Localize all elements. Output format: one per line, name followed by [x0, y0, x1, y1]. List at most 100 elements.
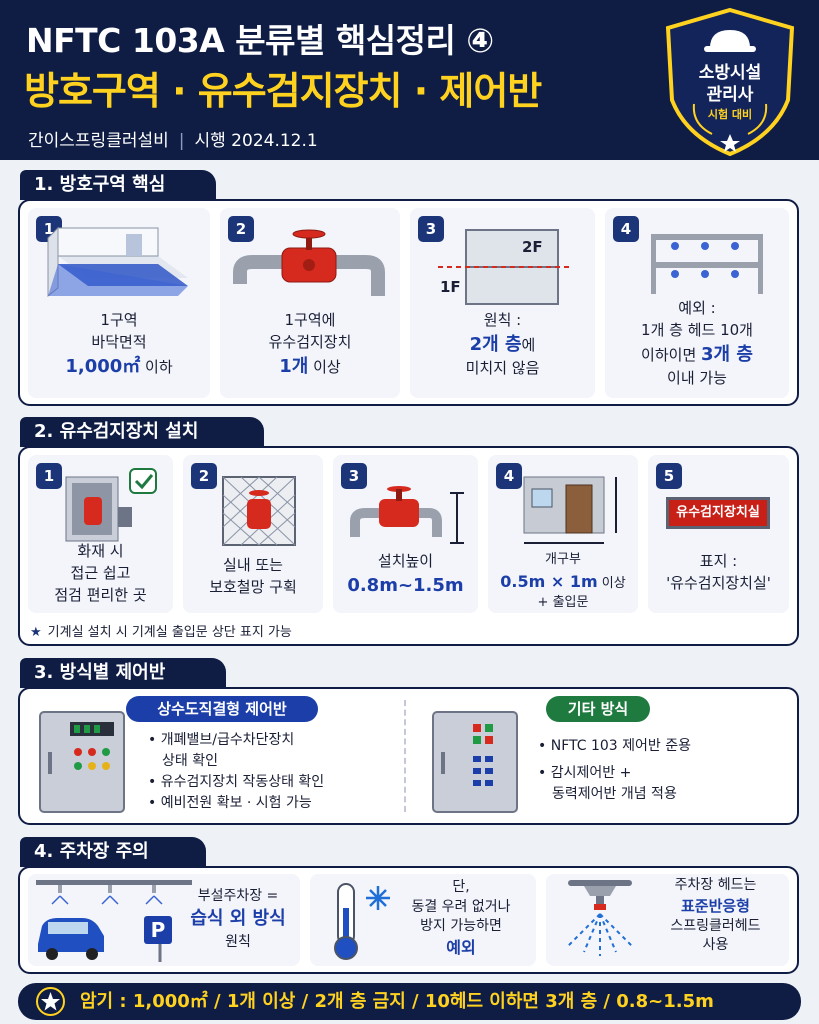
header-banner: NFTC 103A 분류별 핵심정리 ④ 방호구역 · 유수검지장치 · 제어반…	[0, 0, 819, 160]
s2-card-1-text: 화재 시 접근 쉽고 점검 편리한 곳	[28, 541, 173, 606]
section4-label: 4. 주차장 주의	[20, 837, 206, 867]
s1-card-4-highlight: 3개 층	[701, 343, 753, 365]
s4-card-1-highlight: 습식 외 방식	[190, 908, 286, 930]
s2-card-3-line1: 설치높이	[377, 552, 434, 570]
section1-label: 1. 방호구역 핵심	[20, 170, 216, 200]
s1-card-4-line4: 이내 가능	[667, 368, 727, 387]
title-line1: NFTC 103A 분류별 핵심정리 ④	[26, 21, 494, 60]
s2-card-4-highlight: 0.5m × 1m	[500, 571, 598, 591]
s1-card-2: 2 1구역에 유수검지장치 1개 이상	[220, 208, 400, 398]
s4-card-2: 단, 동결 우려 없거나 방지 가능하면 예외	[310, 874, 536, 966]
s2-card-1-number: 1	[36, 463, 62, 489]
s1-card-4-line2: 1개 층 헤드 10개	[641, 320, 753, 339]
floor-label-1f: 1F	[440, 278, 461, 296]
s1-card-3-line3: 미치지 않음	[465, 358, 540, 377]
title-line2: 방호구역 · 유수검지장치 · 제어반	[24, 69, 542, 113]
s2-card-4-line3: + 출입문	[537, 594, 589, 610]
s4-card-3-text: 주차장 헤드는 표준반응형 스프링클러헤드 사용	[642, 876, 789, 956]
s4-card-2-line2: 동결 우려 없거나	[411, 898, 511, 915]
s1-card-4-text: 예외 : 1개 층 헤드 10개 이하이면 3개 층 이내 가능	[605, 298, 789, 389]
room-sign-icon: 유수검지장치실	[666, 497, 770, 529]
caged-valve-icon	[222, 476, 296, 546]
parking-garage-icon	[36, 880, 192, 962]
s2-card-2: 2 실내 또는 보호철망 구획	[183, 455, 323, 613]
s1-card-1-line3: 이하	[140, 357, 173, 376]
section2-note: ★ 기계실 설치 시 기계실 출입문 상단 표지 가능	[30, 621, 292, 640]
subtitle-category: 간이스프링클러설비	[28, 131, 169, 151]
subtitle-date: 시행 2024.12.1	[194, 131, 318, 151]
badge-line2: 관리사	[706, 85, 754, 105]
s1-card-3-text: 원칙 : 2개 층에 미치지 않음	[410, 310, 595, 380]
s1-card-3-line2: 에	[521, 335, 536, 354]
s1-card-4-line1: 예외 :	[678, 299, 716, 317]
s4-card-2-text: 단, 동결 우려 없거나 방지 가능하면 예외	[386, 878, 536, 959]
s2-card-3-number: 3	[341, 463, 367, 489]
s1-card-4-line3: 이하이면	[641, 345, 702, 364]
section3-divider	[404, 700, 406, 812]
s2-card-2-line2: 보호철망 구획	[209, 577, 297, 596]
s2-card-4-line1: 개구부	[545, 552, 581, 567]
s4-card-1: P 부설주차장 = 습식 외 방식 원칙	[28, 874, 300, 966]
s1-card-3-line1: 원칙 :	[483, 311, 522, 329]
standard-sprinkler-head-icon	[567, 880, 633, 956]
s2-card-1-line2: 접근 쉽고	[70, 563, 131, 582]
s2-card-2-number: 2	[191, 463, 217, 489]
right-item-2: 감시제어반 +	[550, 765, 632, 781]
right-method-list: • NFTC 103 제어반 준용 • 감시제어반 + 동력제어반 개념 적용	[538, 736, 691, 805]
s4-card-1-line3: 원칙	[225, 934, 251, 951]
left-method-list: • 개폐밸브/급수차단장치 상태 확인 • 유수검지장치 작동상태 확인 • 예…	[148, 732, 325, 811]
s2-card-1-line3: 점검 편리한 곳	[54, 585, 147, 604]
left-item-2: 유수검지장치 작동상태 확인	[160, 774, 325, 790]
s1-card-1-line1: 1구역	[100, 311, 138, 329]
floor-label-2f: 2F	[522, 238, 543, 256]
subtitle-separator: |	[178, 131, 185, 151]
s2-card-5-number: 5	[656, 463, 682, 489]
two-floor-building-icon	[438, 229, 570, 305]
door-opening-icon	[523, 476, 617, 544]
s4-card-3-line3: 스프링클러헤드	[670, 917, 761, 934]
s2-card-5: 5 유수검지장치실 표지 : '유수검지장치실'	[648, 455, 789, 613]
s1-card-1: 1 1구역 바닥면적 1,000㎡ 이하	[28, 208, 210, 398]
s4-card-2-line3: 방지 가능하면	[420, 918, 502, 935]
star-glyph-icon	[41, 992, 60, 1011]
s2-card-3-highlight: 0.8m~1.5m	[347, 574, 464, 596]
section2-note-text: 기계실 설치 시 기계실 출입문 상단 표지 가능	[47, 625, 292, 640]
thermometer-snowflake-icon	[334, 883, 390, 960]
s2-card-1-line1: 화재 시	[77, 542, 124, 560]
left-item-3: 예비전원 확보 · 시험 가능	[160, 795, 312, 811]
s1-card-1-highlight: 1,000㎡	[65, 355, 141, 377]
s4-card-3: 주차장 헤드는 표준반응형 스프링클러헤드 사용	[546, 874, 789, 966]
s1-card-3-number: 3	[418, 216, 444, 242]
s4-card-1-line1: 부설주차장 =	[197, 888, 279, 904]
s2-card-3-text: 설치높이 0.8m~1.5m	[333, 551, 478, 599]
left-method-pill: 상수도직결형 제어반	[126, 696, 318, 722]
s2-card-2-text: 실내 또는 보호철망 구획	[183, 555, 323, 599]
s2-card-3: 3 설치높이 0.8m~1.5m	[333, 455, 478, 613]
general-control-panel-icon	[432, 711, 518, 813]
section2-label: 2. 유수검지장치 설치	[20, 417, 264, 447]
s1-card-3-highlight: 2개 층	[469, 333, 522, 355]
s4-card-2-line1: 단,	[452, 879, 470, 895]
section3-label: 3. 방식별 제어반	[20, 658, 226, 688]
right-method-pill: 기타 방식	[546, 696, 650, 722]
s2-card-5-line2: '유수검지장치실'	[666, 573, 771, 592]
floor-area-icon	[47, 226, 188, 298]
left-item-1: 개폐밸브/급수차단장치	[160, 732, 295, 748]
s4-card-2-highlight: 예외	[446, 937, 476, 957]
s1-card-4-number: 4	[613, 216, 639, 242]
s4-card-1-text: 부설주차장 = 습식 외 방식 원칙	[178, 886, 298, 953]
note-star-icon: ★	[30, 625, 42, 640]
valve-cabinet-check-icon	[65, 468, 157, 542]
subtitle: 간이스프링클러설비 | 시행 2024.12.1	[28, 126, 318, 151]
s2-card-1: 1 화재 시 접근 쉽고 점검 편리한 곳	[28, 455, 173, 613]
s1-card-1-line2: 바닥면적	[91, 332, 147, 351]
exam-badge: 소방시설 관리사 시험 대비	[664, 7, 796, 157]
s4-card-3-line4: 사용	[702, 937, 729, 954]
right-item-1: NFTC 103 제어반 준용	[550, 738, 691, 754]
s1-card-3: 3 2F 1F 원칙 : 2개 층에 미치지 않음	[410, 208, 595, 398]
s1-card-2-number: 2	[228, 216, 254, 242]
s1-card-2-text: 1구역에 유수검지장치 1개 이상	[220, 310, 400, 380]
memo-text: 암기 : 1,000㎡ / 1개 이상 / 2개 층 금지 / 10헤드 이하면…	[80, 991, 714, 1012]
badge-line3: 시험 대비	[707, 108, 753, 121]
valve-height-icon	[350, 486, 464, 544]
